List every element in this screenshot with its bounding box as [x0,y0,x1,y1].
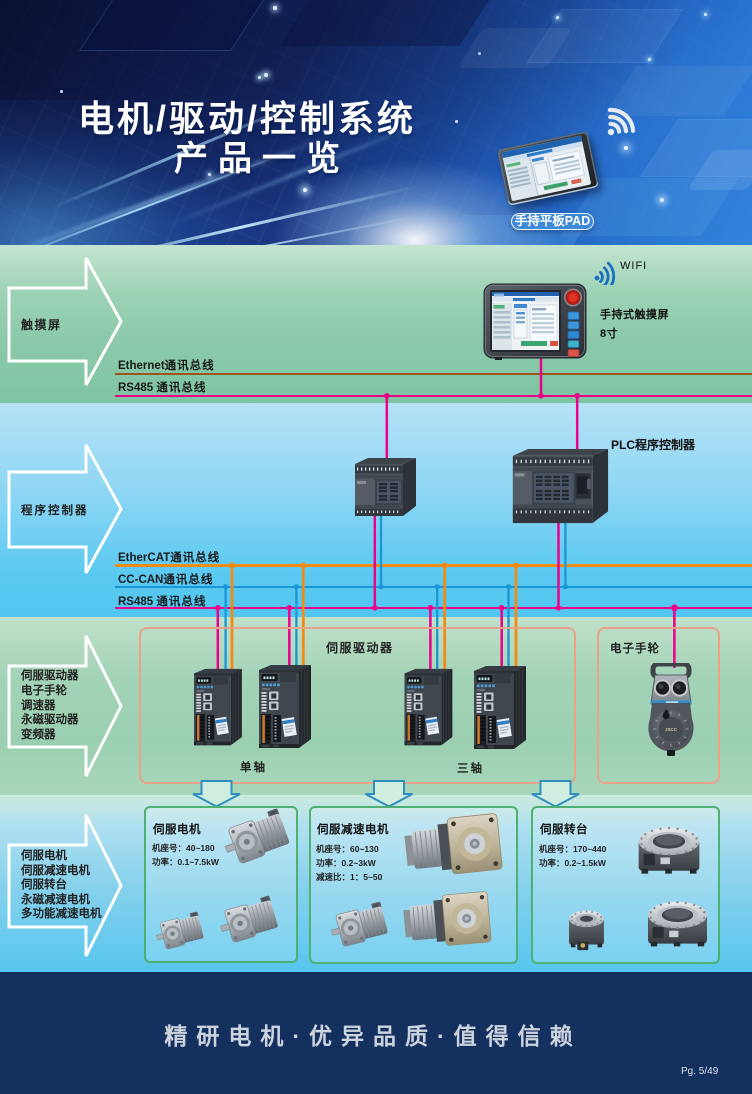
svg-text:JSCC: JSCC [665,727,678,732]
